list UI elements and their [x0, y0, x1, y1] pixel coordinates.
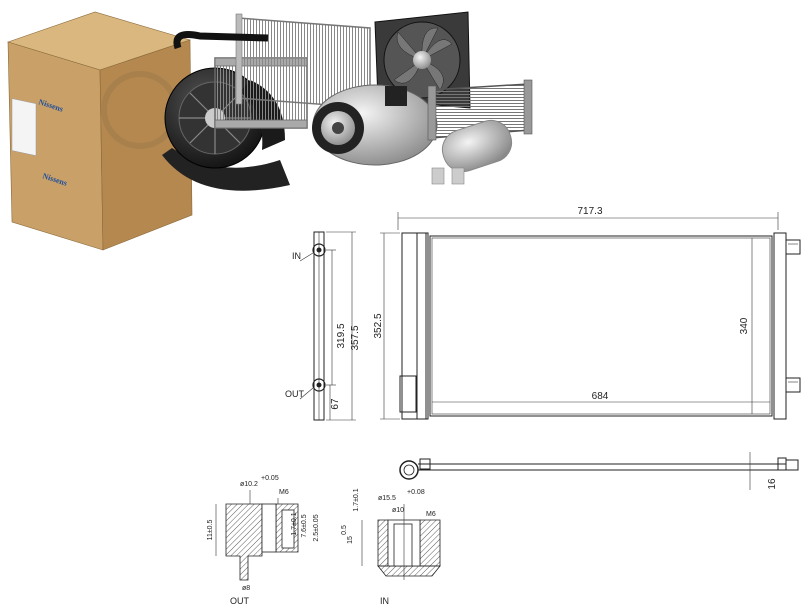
- in-bore-tol: +0.08: [407, 489, 425, 496]
- out-depth-a: 11±0.5: [207, 519, 214, 540]
- in-thread-label: M6: [426, 511, 436, 518]
- small-radiator: [427, 79, 533, 141]
- in-step: 1.7±0.1: [353, 488, 360, 511]
- detail-in-fitting: ø15.5 +0.08 ø10 M6 1.7±0.1 15 0.5 IN: [341, 488, 441, 606]
- condenser-photo: [173, 13, 371, 109]
- out-thread-label: M6: [279, 489, 289, 496]
- in-bore-label: ø15.5: [378, 495, 396, 502]
- detail-out-caption: OUT: [230, 596, 250, 606]
- cardboard-box: Nissens Nissens: [7, 11, 193, 251]
- in-height-tol: 0.5: [341, 525, 348, 535]
- dim-core-width: 684: [592, 391, 609, 402]
- dim-side-outer: 357.5: [350, 325, 361, 350]
- dim-pipe-offset: 16: [767, 478, 778, 490]
- ac-compressor: [312, 84, 438, 166]
- in-height: 15: [347, 536, 354, 544]
- detail-out-fitting: ø10.2 +0.05 M6 11±0.5 7.6±0.5 2.5±0.05 1…: [207, 475, 320, 606]
- receiver-drier: [431, 119, 513, 185]
- out-depth-b: 7.6±0.5: [301, 514, 308, 537]
- radiator-fan: [374, 11, 471, 109]
- side-in-label: IN: [292, 251, 301, 261]
- condenser-side-view: IN OUT 319.5 357.5 67: [285, 231, 361, 421]
- dim-core-height: 340: [739, 317, 750, 334]
- dim-total-width: 717.3: [577, 206, 602, 217]
- out-small-bore: ø8: [242, 585, 250, 592]
- out-bore-label: ø10.2: [240, 481, 258, 488]
- in-inner-bore: ø10: [392, 507, 404, 514]
- condenser-top-view: 16: [399, 452, 799, 490]
- out-bore-tol: +0.05: [261, 475, 279, 482]
- dim-overall-height: 352.5: [373, 313, 384, 338]
- dim-side-inner: 319.5: [336, 323, 347, 348]
- out-depth-c: 2.5±0.05: [313, 514, 320, 541]
- detail-in-caption: IN: [380, 596, 389, 606]
- condenser-front-view: 717.3 340 684 352.5: [373, 206, 801, 420]
- dim-out-offset: 67: [330, 398, 341, 410]
- side-out-label: OUT: [285, 389, 305, 399]
- out-step: 1.7±0.1: [291, 512, 298, 535]
